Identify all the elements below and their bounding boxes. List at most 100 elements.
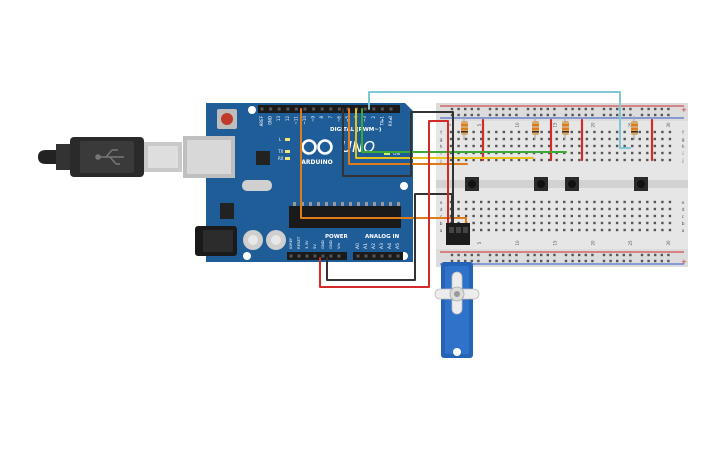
breadboard-hole[interactable] [600,144,604,148]
rail-hole[interactable] [495,253,498,257]
breadboard-hole[interactable] [638,137,641,141]
rail-hole[interactable] [571,113,574,117]
rail-hole[interactable] [640,259,644,263]
breadboard-hole[interactable] [555,144,558,148]
rail-hole[interactable] [450,259,454,263]
breadboard-hole[interactable] [646,207,649,211]
rail-hole[interactable] [553,113,556,117]
rail-hole[interactable] [564,253,568,257]
breadboard-hole[interactable] [540,221,543,225]
rail-hole[interactable] [508,113,511,117]
breadboard-hole[interactable] [668,214,672,218]
rail-hole[interactable] [654,107,657,111]
rail-hole[interactable] [602,259,606,263]
breadboard-hole[interactable] [668,130,672,134]
rail-hole[interactable] [508,253,511,257]
breadboard-hole[interactable] [623,214,626,218]
header-pin[interactable] [337,107,341,111]
breadboard-hole[interactable] [502,137,506,141]
breadboard-hole[interactable] [525,207,528,211]
breadboard-hole[interactable] [563,144,566,148]
breadboard-hole[interactable] [510,207,513,211]
breadboard-hole[interactable] [585,137,589,141]
resistor[interactable] [461,116,468,140]
breadboard-hole[interactable] [638,151,641,155]
header-pin[interactable] [305,254,309,258]
rail-hole[interactable] [609,259,612,263]
breadboard-hole[interactable] [570,228,573,232]
breadboard-hole[interactable] [668,151,672,155]
breadboard-hole[interactable] [623,200,626,204]
rail-hole[interactable] [533,253,536,257]
breadboard-hole[interactable] [638,144,641,148]
breadboard-hole[interactable] [487,228,490,232]
breadboard-hole[interactable] [661,207,664,211]
header-pin[interactable] [303,107,307,111]
breadboard-hole[interactable] [464,200,468,204]
rail-hole[interactable] [629,259,632,263]
rail-hole[interactable] [591,113,594,117]
header-pin[interactable] [364,254,368,258]
breadboard-hole[interactable] [457,200,460,204]
header-pin[interactable] [337,254,341,258]
header-pin[interactable] [329,254,333,258]
rail-hole[interactable] [546,253,549,257]
breadboard-hole[interactable] [623,144,626,148]
breadboard-hole[interactable] [449,137,453,141]
rail-hole[interactable] [584,113,587,117]
breadboard-hole[interactable] [661,144,664,148]
breadboard-hole[interactable] [578,137,581,141]
rail-hole[interactable] [564,107,568,111]
breadboard-hole[interactable] [608,130,611,134]
breadboard-hole[interactable] [472,158,475,162]
breadboard-hole[interactable] [540,144,543,148]
breadboard-hole[interactable] [570,144,573,148]
breadboard-hole[interactable] [661,151,664,155]
breadboard-hole[interactable] [502,130,506,134]
rail-hole[interactable] [515,253,518,257]
breadboard-hole[interactable] [457,214,460,218]
breadboard-hole[interactable] [600,158,604,162]
breadboard-hole[interactable] [593,144,596,148]
rail-hole[interactable] [591,253,594,257]
rail-hole[interactable] [647,259,650,263]
breadboard-hole[interactable] [502,207,506,211]
breadboard-hole[interactable] [540,228,543,232]
rail-hole[interactable] [546,107,549,111]
breadboard-hole[interactable] [555,137,558,141]
rail-hole[interactable] [553,259,556,263]
breadboard-hole[interactable] [608,158,611,162]
breadboard-hole[interactable] [570,130,573,134]
rail-hole[interactable] [660,253,663,257]
breadboard-hole[interactable] [623,158,626,162]
breadboard-hole[interactable] [472,130,475,134]
rail-hole[interactable] [540,253,543,257]
breadboard-hole[interactable] [525,158,528,162]
rail-hole[interactable] [526,113,530,117]
breadboard-hole[interactable] [615,221,619,225]
breadboard-hole[interactable] [495,221,498,225]
breadboard-hole[interactable] [653,214,657,218]
breadboard-hole[interactable] [631,207,634,211]
resistor[interactable] [532,116,539,140]
wire-black-gnd[interactable] [342,108,454,229]
rail-hole[interactable] [470,253,473,257]
rail-hole[interactable] [526,259,530,263]
rail-hole[interactable] [578,113,581,117]
rail-hole[interactable] [457,113,460,117]
breadboard-hole[interactable] [502,221,506,225]
breadboard-hole[interactable] [525,221,528,225]
breadboard-hole[interactable] [600,130,604,134]
breadboard-hole[interactable] [661,214,664,218]
breadboard-hole[interactable] [608,137,611,141]
breadboard-hole[interactable] [631,151,634,155]
rail-hole[interactable] [629,107,632,111]
header-pin[interactable] [294,107,298,111]
breadboard-hole[interactable] [668,158,672,162]
breadboard-hole[interactable] [570,200,573,204]
breadboard-hole[interactable] [631,137,634,141]
rail-hole[interactable] [564,113,568,117]
rail-hole[interactable] [667,113,670,117]
breadboard-hole[interactable] [502,144,506,148]
resistor[interactable] [562,116,569,140]
